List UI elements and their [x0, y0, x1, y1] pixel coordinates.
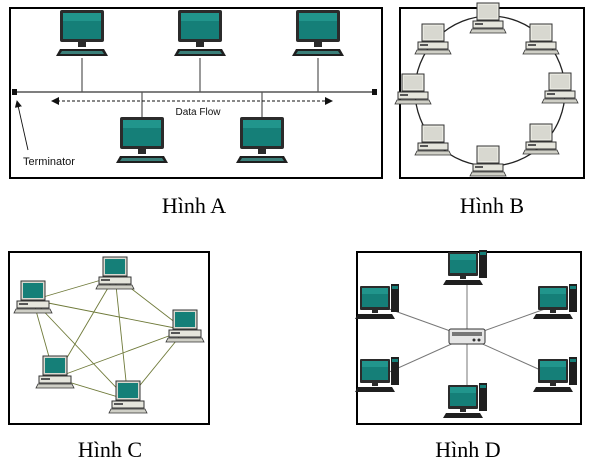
caption-figure-a: Hình A: [161, 193, 227, 218]
ring-computer-5: [469, 145, 507, 177]
star-computer-3: [533, 284, 577, 319]
star-computer-6: [443, 383, 487, 418]
bus-computer-5: [236, 117, 288, 163]
caption-figure-d: Hình D: [435, 437, 501, 462]
mesh-computer-2: [13, 280, 53, 314]
mesh-topology: [13, 256, 205, 414]
bus-computer-2: [174, 10, 226, 56]
star-computer-2: [355, 284, 399, 319]
ring-computer-8: [414, 23, 452, 55]
central-hub: [448, 328, 486, 345]
caption-figure-c: Hình C: [77, 437, 143, 462]
terminator-pointer: [14, 100, 29, 151]
ring-computer-4: [522, 123, 560, 155]
ring-computer-6: [414, 124, 452, 156]
mesh-computer-3: [165, 309, 205, 343]
mesh-computer-4: [35, 355, 75, 389]
bus-computer-1: [56, 10, 108, 56]
ring-computer-3: [541, 72, 579, 104]
star-computer-4: [355, 357, 399, 392]
ring-topology: [394, 2, 579, 177]
ring-computer-2: [522, 23, 560, 55]
terminator-label: Terminator: [23, 156, 75, 168]
mesh-computer-1: [95, 256, 135, 290]
data-flow-label: Data Flow: [175, 107, 221, 118]
ring-computer-7: [394, 73, 432, 105]
bus-computer-4: [116, 117, 168, 163]
caption-figure-b: Hình B: [459, 193, 525, 218]
terminator-right: [372, 89, 377, 95]
star-computer-5: [533, 357, 577, 392]
bus-computer-3: [292, 10, 344, 56]
terminator-left: [12, 89, 17, 95]
star-computer-1: [443, 250, 487, 285]
star-topology: [355, 250, 577, 418]
bus-topology: Data Flow Terminator: [12, 10, 377, 168]
